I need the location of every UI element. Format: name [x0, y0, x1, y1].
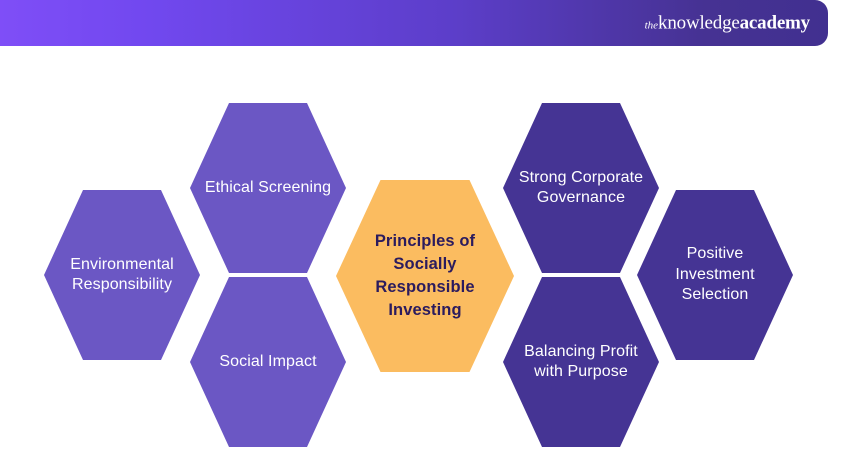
hexagon-label: Ethical Screening [204, 178, 332, 196]
hexagon-label: Positive Investment Selection [675, 245, 755, 304]
brand-word-academy: academy [739, 12, 811, 34]
brand-logo: theknowledgeacademy [644, 12, 811, 34]
hexagon-center-principles: Principles of Socially Responsible Inves… [336, 180, 514, 372]
hexagon-balancing-profit-with-purpose: Balancing Profit with Purpose [503, 277, 659, 447]
hexagon-environmental-responsibility: Environmental Responsibility [44, 190, 200, 360]
hexagon-label: Social Impact [219, 352, 317, 370]
hexagon-center-label: Principles of Socially Responsible Inves… [374, 232, 476, 319]
brand-prefix-the: the [644, 19, 659, 32]
hexagon-positive-investment-selection: Positive Investment Selection [637, 190, 793, 360]
brand-word-knowledge: knowledge [658, 12, 740, 34]
header-bar: theknowledgeacademy [0, 0, 828, 46]
hexagon-strong-corporate-governance: Strong Corporate Governance [503, 103, 659, 273]
hexagon-label: Balancing Profit with Purpose [524, 342, 638, 380]
hexagon-diagram: Environmental Responsibility Ethical Scr… [0, 46, 850, 450]
hexagon-label: Environmental Responsibility [70, 255, 174, 293]
hexagon-social-impact: Social Impact [190, 277, 346, 447]
hexagon-label: Strong Corporate Governance [518, 168, 644, 206]
hexagon-ethical-screening: Ethical Screening [190, 103, 346, 273]
